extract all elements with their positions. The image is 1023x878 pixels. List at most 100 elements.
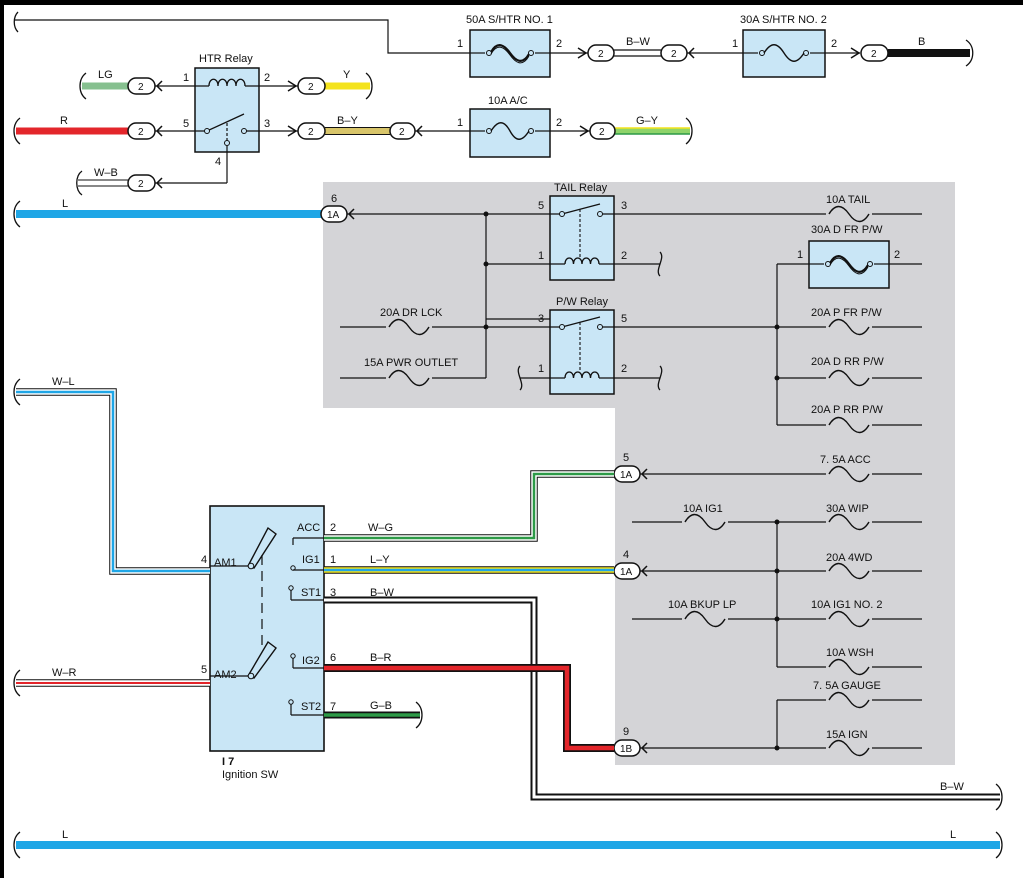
fuse-label-30a-wip: 30A WIP	[826, 503, 869, 515]
pw-relay-label: P/W Relay	[556, 296, 608, 308]
connector-2-i: 2	[660, 44, 688, 62]
pin-ig-2: 2	[330, 522, 336, 534]
fuse-label-15a-ign: 15A IGN	[826, 729, 868, 741]
wire-b-end-bracket	[965, 39, 974, 67]
pin-dfrpw-2: 2	[894, 249, 900, 261]
connector-1a-ig1: 1A	[613, 562, 641, 580]
ignition-switch-id: I 7	[222, 756, 234, 768]
wire-label-wb: W–B	[94, 167, 118, 179]
wire-label-bw-top: B–W	[626, 36, 650, 48]
connector-1a-acc: 1A	[613, 465, 641, 483]
wire-label-y: Y	[343, 69, 351, 81]
svg-text:2: 2	[671, 49, 677, 60]
connector-2-d: 2	[297, 77, 326, 95]
fuse-label-10a-bkuplp: 10A BKUP LP	[668, 599, 736, 611]
wire-label-bw-bottom: B–W	[940, 781, 964, 793]
fuse-label-75a-gauge: 7. 5A GAUGE	[813, 680, 881, 692]
wire-label-l-top: L	[62, 198, 68, 210]
svg-text:1A: 1A	[620, 470, 633, 481]
pin-ig-4: 4	[201, 554, 207, 566]
svg-text:1A: 1A	[327, 210, 340, 221]
svg-text:2: 2	[138, 82, 144, 93]
wire-label-bw: B–W	[370, 587, 394, 599]
pin-pw-1: 1	[538, 363, 544, 375]
wire-br	[324, 665, 614, 751]
fuse-label-50a-shtr1: 50A S/HTR NO. 1	[466, 14, 553, 26]
connector-1b: 1B	[613, 739, 641, 757]
wire-label-b: B	[918, 36, 925, 48]
wire-label-by: B–Y	[337, 115, 358, 127]
ig-label-st1: ST1	[301, 587, 321, 599]
svg-text:2: 2	[308, 82, 314, 93]
pin-tail-5: 5	[538, 200, 544, 212]
tail-relay-box	[549, 195, 615, 281]
svg-text:1A: 1A	[620, 567, 633, 578]
connector-2-a: 2	[127, 77, 156, 95]
pin-pw-2: 2	[621, 363, 627, 375]
pin-30a-in: 1	[732, 38, 738, 50]
ig-label-st2: ST2	[301, 701, 321, 713]
wire-label-gb: G–B	[370, 700, 392, 712]
pin-htr-4: 4	[215, 156, 221, 168]
fuse-label-10a-ac: 10A A/C	[488, 95, 528, 107]
wire-bw	[324, 598, 1000, 799]
pin-1b-9: 9	[623, 726, 629, 738]
pin-pw-5: 5	[621, 313, 627, 325]
fuse-label-20a-drrpw: 20A D RR P/W	[811, 356, 884, 368]
fuse-label-10a-tail: 10A TAIL	[826, 194, 870, 206]
fuse-label-30a-dfrpw: 30A D FR P/W	[811, 224, 883, 236]
fuse-label-75a-acc: 7. 5A ACC	[820, 454, 871, 466]
pin-ig-5: 5	[201, 664, 207, 676]
pin-tail-3: 3	[621, 200, 627, 212]
pin-ig-3: 3	[330, 587, 336, 599]
svg-text:2: 2	[399, 127, 405, 138]
top-left-end-bracket	[13, 11, 19, 33]
fuse-label-15a-pwroutlet: 15A PWR OUTLET	[364, 357, 458, 369]
pin-30a-out: 2	[831, 38, 837, 50]
pin-dfrpw-1: 1	[797, 249, 803, 261]
htr-relay-label: HTR Relay	[199, 53, 253, 65]
svg-text:2: 2	[138, 127, 144, 138]
svg-text:2: 2	[598, 49, 604, 60]
fuse-label-20a-drlck: 20A DR LCK	[380, 307, 443, 319]
fuse-label-10a-wsh: 10A WSH	[826, 647, 874, 659]
pin-tail-1: 1	[538, 250, 544, 262]
pin-ig-6: 6	[330, 652, 336, 664]
wire-label-gy: G–Y	[636, 115, 659, 127]
ig-label-am2: AM2	[214, 669, 237, 681]
pw-relay-box	[549, 309, 615, 395]
pin-htr-5: 5	[183, 118, 189, 130]
wire-label-l-bottom-right: L	[950, 829, 956, 841]
pin-ac-in: 1	[457, 117, 463, 129]
wire-label-r: R	[60, 115, 68, 127]
ig-label-am1: AM1	[214, 557, 237, 569]
connector-2-b: 2	[127, 122, 156, 140]
wire-label-wr: W–R	[52, 667, 77, 679]
htr-relay-coil	[195, 78, 259, 87]
ig-label-ig2: IG2	[302, 655, 320, 667]
fuse-label-10a-ig1no2: 10A IG1 NO. 2	[811, 599, 883, 611]
pin-ig-1: 1	[330, 554, 336, 566]
fuse-box-10a-ac	[469, 108, 551, 158]
fuse-label-20a-4wd: 20A 4WD	[826, 552, 873, 564]
svg-text:2: 2	[308, 127, 314, 138]
pin-ig-7: 7	[330, 701, 336, 713]
wire-label-l-bottom-left: L	[62, 829, 68, 841]
fuse-label-10a-ig1: 10A IG1	[683, 503, 723, 515]
connector-2-h: 2	[587, 44, 615, 62]
pin-1a-4: 4	[623, 549, 629, 561]
pin-1a-5: 5	[623, 452, 629, 464]
connector-1a-l: 1A	[320, 205, 348, 223]
fuse-label-20a-pfrpw: 20A P FR P/W	[811, 307, 882, 319]
connector-2-e: 2	[297, 122, 326, 140]
pin-pw-3: 3	[538, 313, 544, 325]
fuse-label-20a-prrpw: 20A P RR P/W	[811, 404, 884, 416]
pin-50a-out: 2	[556, 38, 562, 50]
pin-1a-6: 6	[331, 193, 337, 205]
wire-label-br: B–R	[370, 652, 391, 664]
svg-text:2: 2	[871, 49, 877, 60]
svg-text:1B: 1B	[620, 744, 633, 755]
svg-text:2: 2	[138, 179, 144, 190]
